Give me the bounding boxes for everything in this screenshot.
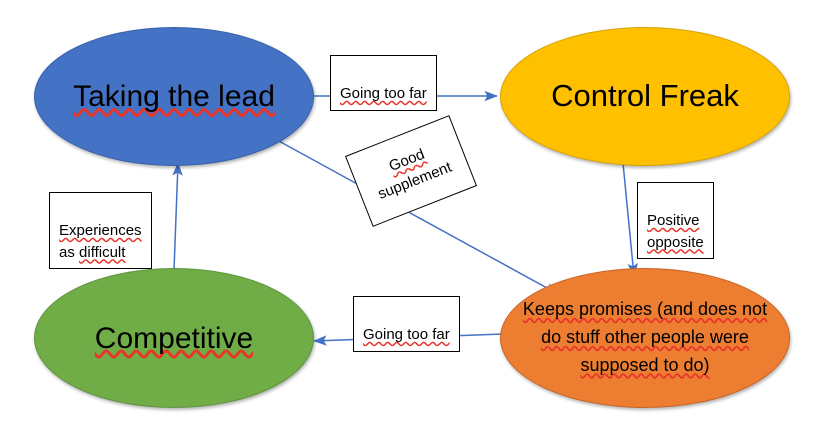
arrow-competitive-to-taking-the-lead: [172, 162, 183, 271]
edge-label-positive-opposite-line2: opposite: [647, 233, 704, 251]
node-competitive-label: Competitive: [94, 321, 254, 355]
edge-label-positive-opposite[interactable]: Positive opposite: [637, 182, 714, 260]
node-keeps-promises-label: Keeps promises (and does not do stuff ot…: [522, 299, 768, 375]
edge-label-going-too-far-top[interactable]: Going too far: [330, 55, 437, 111]
edge-label-experiences-as-difficult[interactable]: Experiences as difficult: [49, 192, 152, 270]
node-keeps-promises[interactable]: Keeps promises (and does not do stuff ot…: [500, 268, 790, 408]
node-taking-the-lead[interactable]: Taking the lead: [34, 27, 314, 166]
edge-label-going-too-far-top-text: Going too far: [340, 84, 427, 102]
node-control-freak[interactable]: Control Freak: [500, 27, 790, 166]
edge-label-going-too-far-bottom[interactable]: Going too far: [353, 296, 460, 352]
node-competitive[interactable]: Competitive: [34, 268, 314, 408]
edge-label-experiences-as-difficult-line2: as difficult: [59, 243, 126, 261]
edge-label-going-too-far-bottom-text: Going too far: [363, 325, 450, 343]
node-taking-the-lead-label: Taking the lead: [73, 80, 275, 113]
edge-label-difficult-word: difficult: [79, 243, 126, 261]
arrow-control-freak-to-keeps-promises: [622, 162, 639, 277]
edge-label-positive-opposite-line1: Positive: [647, 211, 700, 229]
node-control-freak-label: Control Freak: [551, 78, 739, 114]
edge-label-experiences-as-difficult-line1: Experiences: [59, 221, 142, 239]
